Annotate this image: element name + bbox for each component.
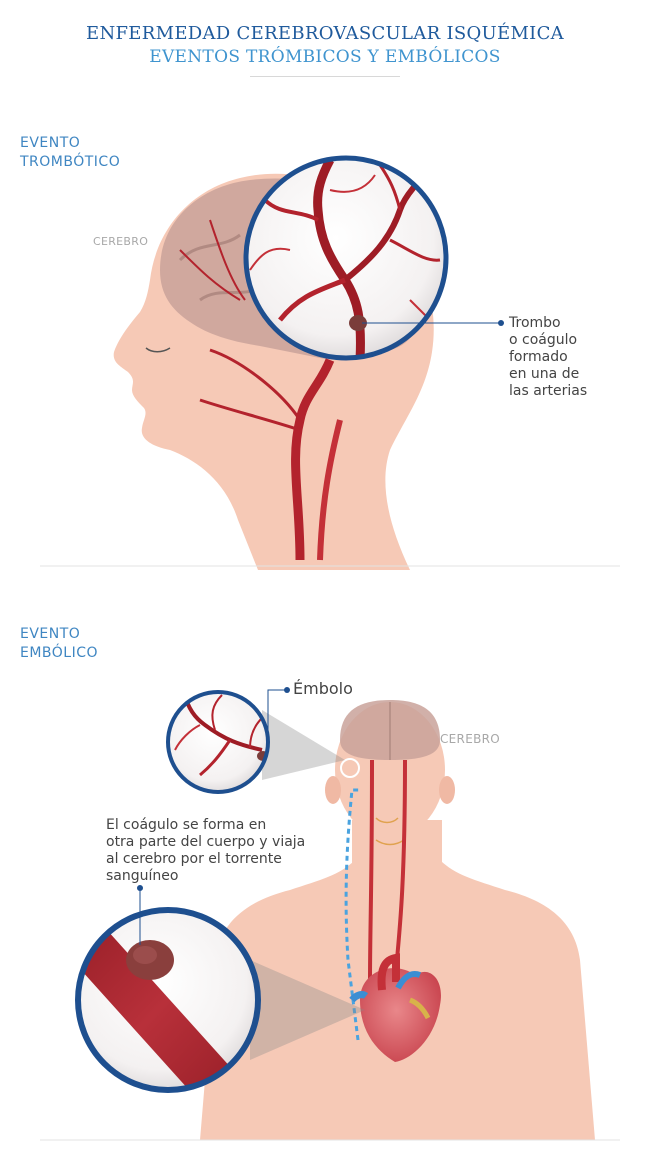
magnifier-ring bbox=[243, 155, 449, 361]
magnifier-glass-small bbox=[168, 692, 268, 792]
magnifier-cone-large bbox=[250, 960, 365, 1060]
right-ear bbox=[439, 776, 455, 804]
thrombotic-label-line2: TROMBÓTICO bbox=[20, 154, 121, 170]
brain-label-thrombotic: CEREBRO bbox=[93, 235, 149, 248]
thrombus-callout-line: o coágulo bbox=[509, 332, 578, 348]
thrombus-clot bbox=[349, 315, 367, 331]
thrombus-callout: Trombo o coágulo formado en una de las a… bbox=[509, 315, 587, 400]
embolic-label-line1: EVENTO bbox=[20, 626, 81, 642]
title-block: ENFERMEDAD CEREBROVASCULAR ISQUÉMICA EVE… bbox=[0, 22, 650, 68]
heart-fat bbox=[408, 997, 431, 1020]
clot-description-line: al cerebro por el torrente bbox=[106, 851, 282, 867]
embolus-magnifier bbox=[166, 690, 345, 794]
title-divider bbox=[250, 76, 400, 77]
thrombotic-label-line1: EVENTO bbox=[20, 135, 81, 151]
thrombus-callout-line: Trombo bbox=[509, 315, 561, 331]
vena-cava bbox=[349, 991, 369, 1003]
mouth bbox=[375, 839, 405, 846]
clot-description-line: El coágulo se forma en bbox=[106, 817, 267, 833]
clot-highlight bbox=[133, 946, 157, 964]
closed-eye bbox=[145, 347, 171, 353]
embolus-site bbox=[340, 758, 360, 778]
cerebral-arteries bbox=[179, 219, 246, 301]
embolus-path bbox=[344, 788, 360, 1041]
brain-label-embolic: CEREBRO bbox=[440, 732, 500, 746]
left-ear bbox=[325, 776, 341, 804]
main-title: ENFERMEDAD CEREBROVASCULAR ISQUÉMICA bbox=[86, 23, 564, 44]
body-illustration bbox=[200, 700, 595, 1140]
vessel bbox=[78, 910, 258, 1090]
embolus-pointer-dot bbox=[284, 687, 290, 693]
clot-description-line: sanguíneo bbox=[106, 868, 179, 884]
clot-description: El coágulo se forma en otra parte del cu… bbox=[106, 817, 305, 885]
thrombus-callout-line: las arterias bbox=[509, 383, 588, 399]
magnifier-cone-small bbox=[262, 710, 345, 780]
thrombus-pointer-dot bbox=[498, 320, 504, 326]
clot-magnifier bbox=[75, 907, 365, 1093]
thrombus-magnifier bbox=[243, 155, 449, 361]
embolic-section-label: EVENTO EMBÓLICO bbox=[20, 625, 98, 663]
carotid-artery bbox=[291, 358, 335, 561]
vertebral-artery bbox=[317, 419, 343, 561]
thrombus-callout-line: formado bbox=[509, 349, 568, 365]
clot-description-line: otra parte del cuerpo y viaja bbox=[106, 834, 306, 850]
embolic-label-line2: EMBÓLICO bbox=[20, 645, 99, 661]
heart bbox=[360, 968, 441, 1062]
embolus-pointer-line bbox=[267, 689, 286, 740]
facial-arteries bbox=[199, 348, 302, 432]
magnified-vessel bbox=[78, 910, 258, 1090]
thrombotic-section-label: EVENTO TROMBÓTICO bbox=[20, 134, 120, 172]
magnified-brain-arteries bbox=[174, 694, 268, 777]
magnifier-ring-small bbox=[166, 690, 270, 794]
subtitle: EVENTOS TRÓMBICOS Y EMBÓLICOS bbox=[149, 47, 501, 67]
clot-pointer-dot bbox=[137, 885, 143, 891]
thrombus-callout-line: en una de bbox=[509, 366, 580, 382]
pulmonary-vessel bbox=[395, 970, 422, 990]
nose bbox=[375, 817, 399, 824]
embolus-label: Émbolo bbox=[293, 679, 353, 698]
left-carotid bbox=[368, 759, 374, 981]
magnifier-ring-large bbox=[75, 907, 261, 1093]
aorta bbox=[377, 953, 400, 991]
magnifier-glass bbox=[246, 158, 446, 358]
